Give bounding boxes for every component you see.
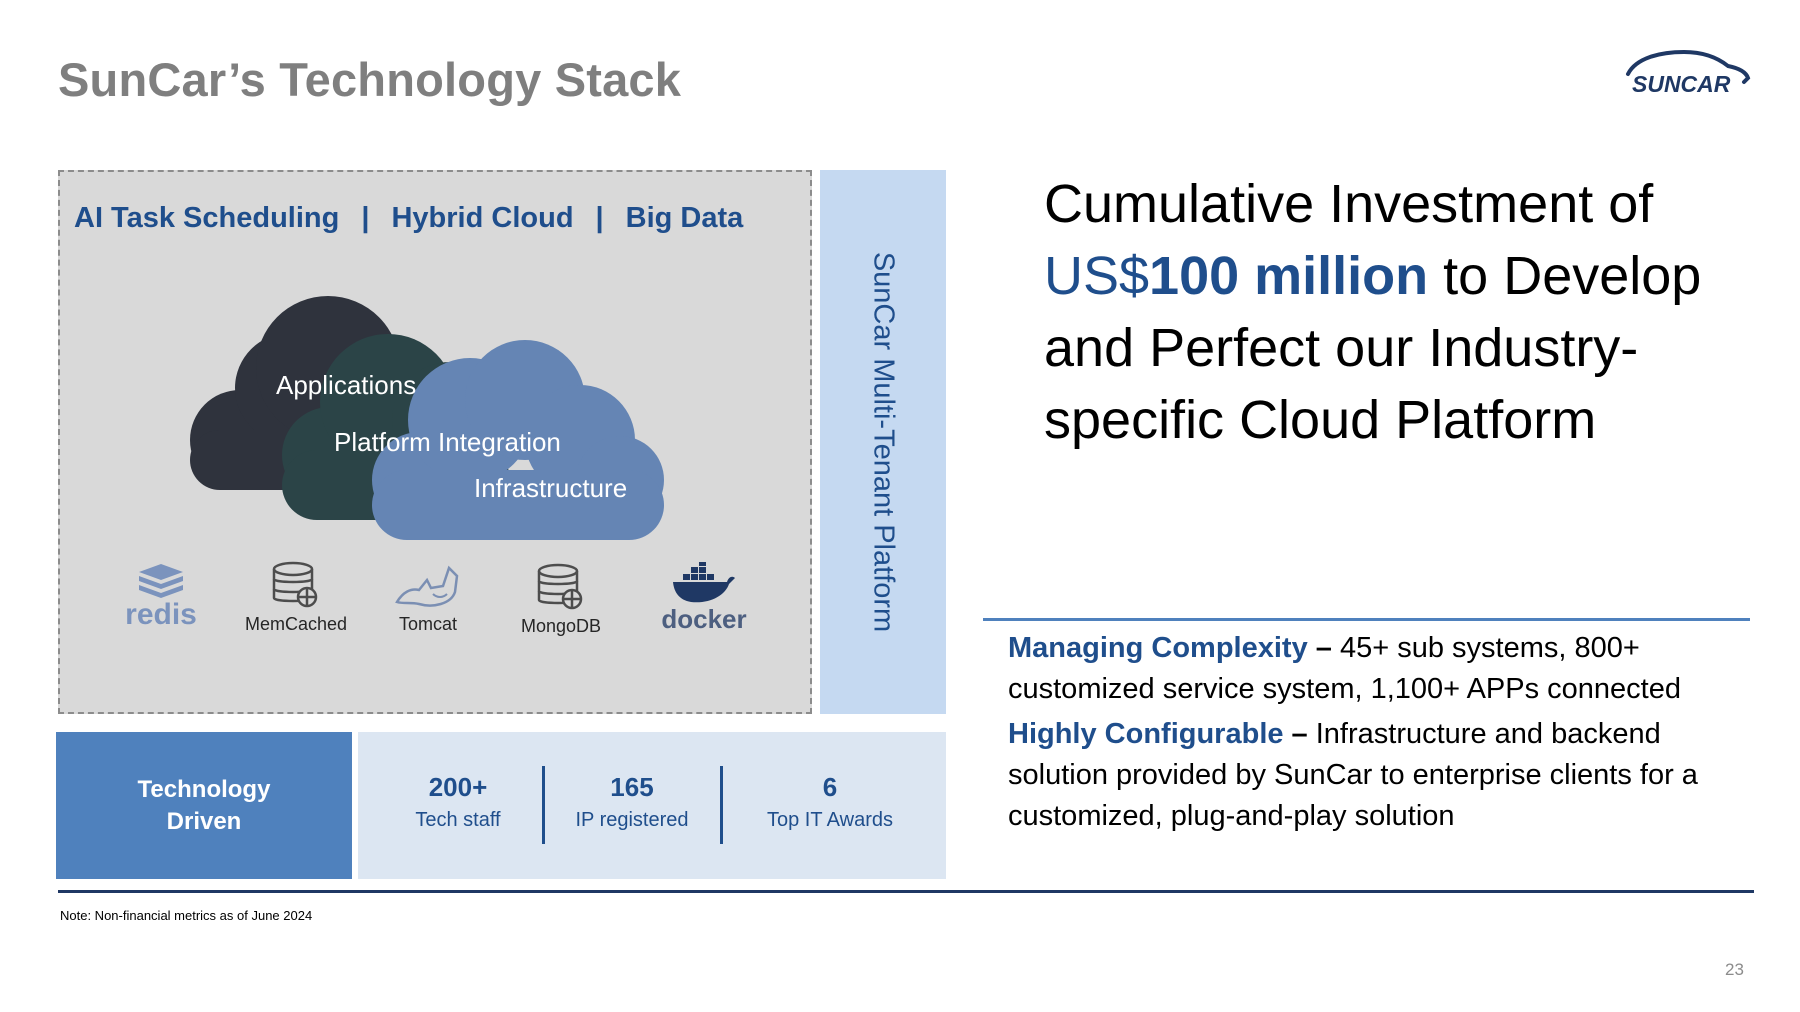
tech-redis: redis bbox=[116, 562, 206, 631]
headline-part1: Cumulative Investment of bbox=[1044, 174, 1654, 234]
stat-tech-staff: 200+ Tech staff bbox=[398, 772, 518, 832]
stat-label: Tech staff bbox=[415, 809, 501, 831]
stat-value: 165 bbox=[610, 772, 654, 802]
tech-mongodb: MongoDB bbox=[506, 562, 616, 637]
bullet-text: 45+ sub systems, 800+ customized service… bbox=[1008, 632, 1681, 705]
divider bbox=[983, 618, 1750, 621]
slide-title: SunCar’s Technology Stack bbox=[58, 53, 682, 106]
suncar-logo: SUNCAR bbox=[1626, 49, 1751, 97]
docker-icon bbox=[673, 562, 735, 603]
stat-label: IP registered bbox=[575, 809, 689, 831]
stats-box: 200+ Tech staff 165 IP registered 6 Top … bbox=[358, 732, 946, 879]
stat-label: Top IT Awards bbox=[767, 809, 893, 831]
bullet-dash: – bbox=[1283, 718, 1316, 750]
platform-label: SunCar Multi-Tenant Platform bbox=[867, 251, 900, 633]
headline-part2: to Develop and Perfect our Industry-spec… bbox=[1044, 246, 1702, 450]
tech-memcached: MemCached bbox=[236, 560, 356, 635]
tagline-item: Big Data bbox=[625, 202, 744, 234]
stat-value: 6 bbox=[822, 772, 838, 802]
investment-headline: Cumulative Investment of US$100 million t… bbox=[1044, 168, 1744, 456]
stat-ip-registered: 165 IP registered bbox=[552, 772, 712, 832]
tagline-item: Hybrid Cloud bbox=[391, 202, 574, 234]
bullet-managing-complexity: Managing Complexity – 45+ sub systems, 8… bbox=[1008, 628, 1748, 710]
logo-text: SUNCAR bbox=[1632, 71, 1731, 97]
tech-label: docker bbox=[661, 604, 747, 634]
footer-divider bbox=[58, 890, 1754, 893]
bullet-dash: – bbox=[1307, 632, 1340, 664]
stat-value: 200+ bbox=[428, 772, 488, 802]
bullet-heading: Managing Complexity bbox=[1008, 632, 1308, 664]
bullet-highly-configurable: Highly Configurable – Infrastructure and… bbox=[1008, 714, 1748, 837]
headline-amount: 100 million bbox=[1149, 246, 1429, 306]
page-number: 23 bbox=[1725, 960, 1744, 979]
bullet-text: Infrastructure and backend solution prov… bbox=[1008, 718, 1698, 832]
tech-label: MongoDB bbox=[520, 616, 602, 636]
layer-infrastructure: Infrastructure bbox=[474, 473, 628, 503]
stat-top-it-awards: 6 Top IT Awards bbox=[730, 772, 930, 832]
tomcat-icon bbox=[395, 565, 459, 607]
technology-driven-label: Technology Driven bbox=[137, 775, 271, 835]
tech-label: Tomcat bbox=[398, 614, 458, 634]
footnote: Note: Non-financial metrics as of June 2… bbox=[60, 908, 313, 923]
tech-tomcat: Tomcat bbox=[388, 562, 468, 635]
tech-label: MemCached bbox=[244, 614, 348, 634]
cloud-layers-diagram: Applications Platform Integration Infras… bbox=[170, 290, 710, 550]
tagline-separator: | bbox=[361, 202, 370, 234]
infrastructure-cloud bbox=[372, 340, 664, 540]
tech-docker: docker bbox=[654, 562, 754, 634]
tech-label: redis bbox=[125, 598, 197, 631]
technology-driven-box: Technology Driven bbox=[56, 732, 352, 879]
stat-divider bbox=[542, 766, 545, 844]
database-icon bbox=[537, 563, 583, 610]
database-icon bbox=[272, 561, 318, 608]
stat-divider bbox=[720, 766, 723, 844]
stack-tagline: AI Task Scheduling | Hybrid Cloud | Big Data bbox=[74, 202, 743, 235]
headline-currency: US$ bbox=[1044, 246, 1150, 306]
redis-icon bbox=[139, 564, 183, 598]
layer-applications: Applications bbox=[276, 370, 417, 400]
multi-tenant-platform-bar: SunCar Multi-Tenant Platform bbox=[820, 170, 946, 714]
bullet-heading: Highly Configurable bbox=[1008, 718, 1284, 750]
tagline-separator: | bbox=[595, 202, 604, 234]
layer-platform-integration: Platform Integration bbox=[334, 427, 561, 457]
tagline-item: AI Task Scheduling bbox=[74, 202, 340, 234]
